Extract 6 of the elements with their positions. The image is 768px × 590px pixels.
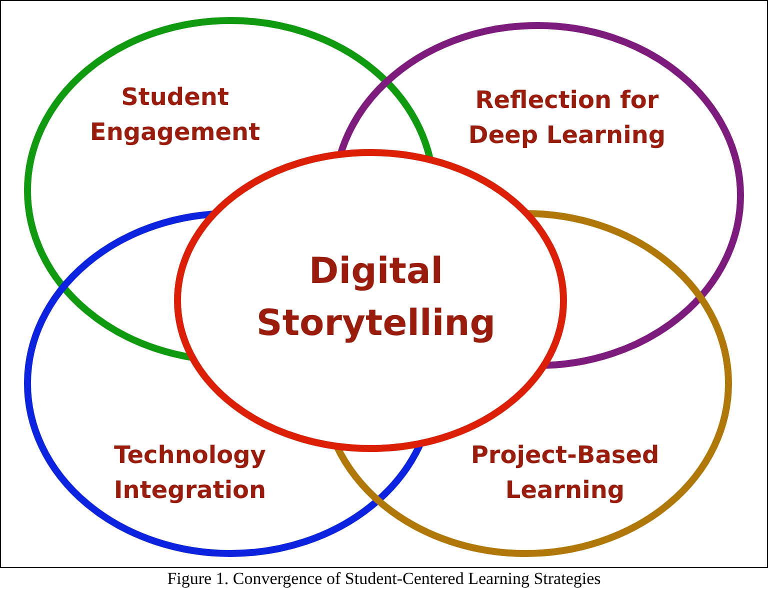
ellipse-label: Digital Storytelling bbox=[255, 250, 497, 346]
figure-caption: Figure 1. Convergence of Student-Centered Learning Strategies bbox=[166, 569, 602, 588]
ellipse-label: Technology Integration bbox=[112, 440, 268, 506]
ellipse-label: Student Engagement bbox=[88, 82, 262, 148]
ellipse-label: Project-Based Learning bbox=[470, 440, 660, 506]
ellipse-label: Reflection for Deep Learning bbox=[467, 85, 667, 151]
